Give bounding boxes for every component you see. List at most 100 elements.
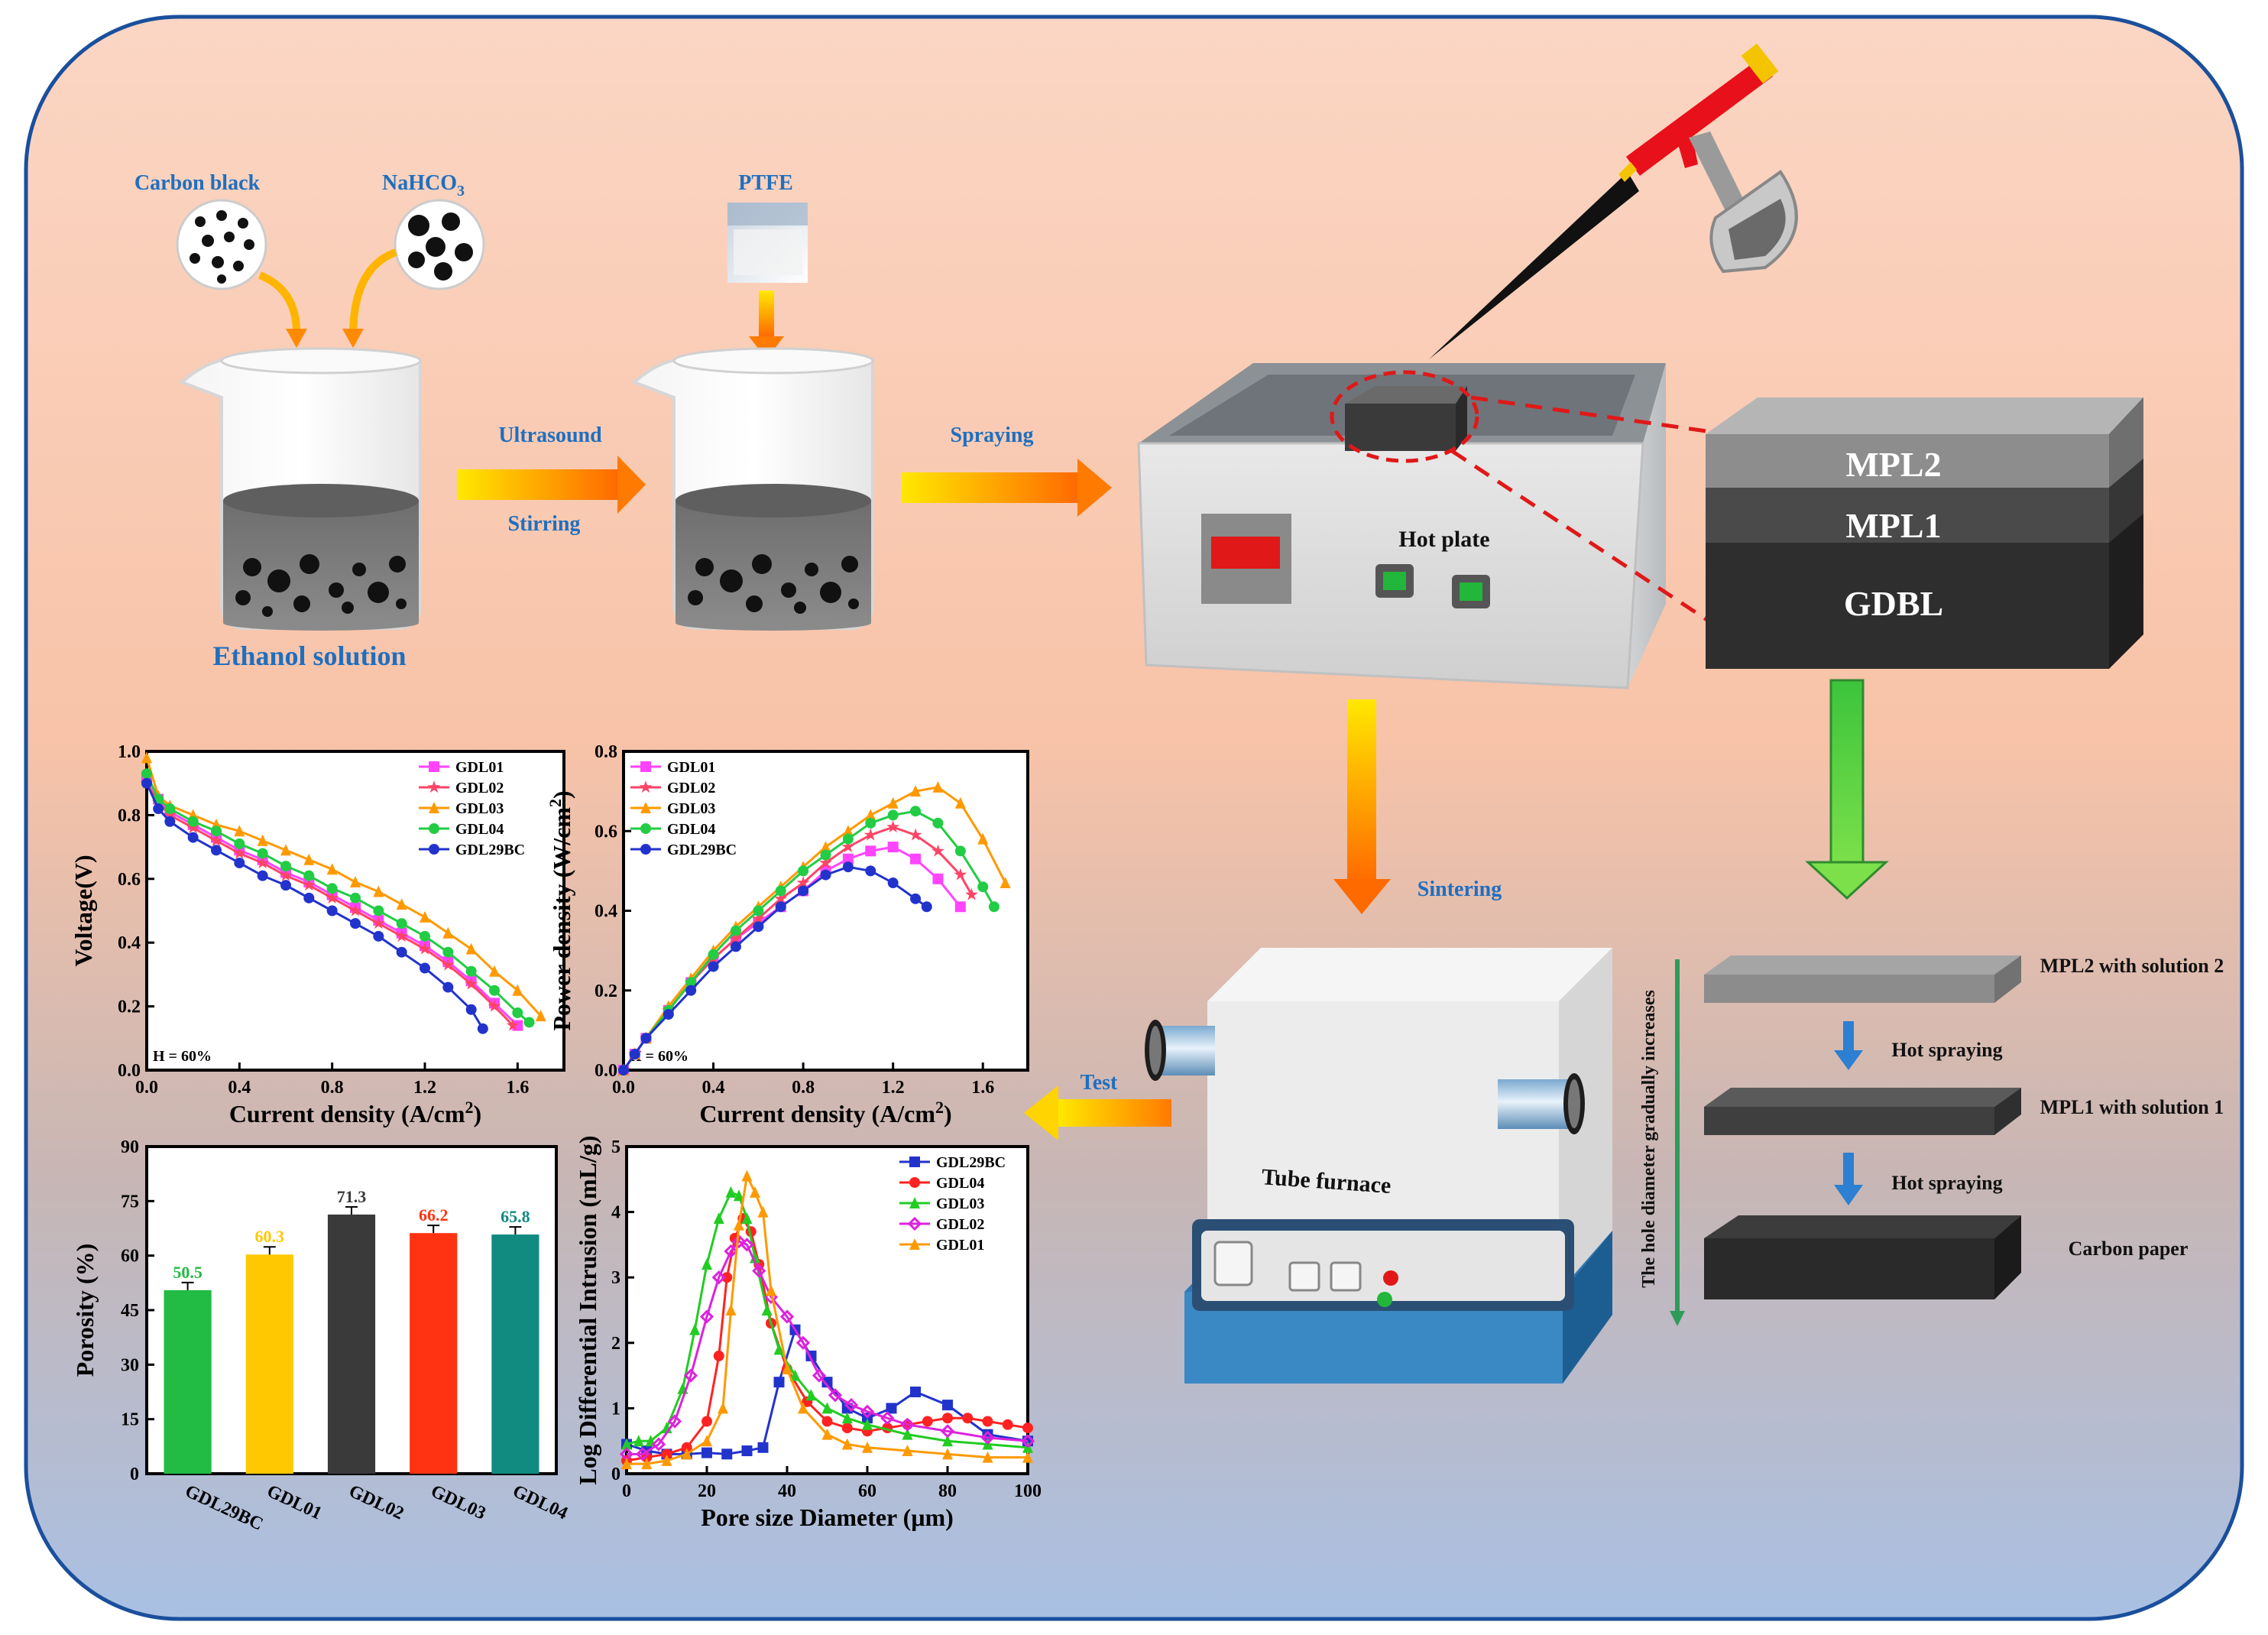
legend-label: GDL29BC xyxy=(936,1154,1006,1171)
nahco3-label: NaHCO3 xyxy=(382,171,465,200)
data-point xyxy=(280,861,291,872)
data-point: ★ xyxy=(301,876,316,895)
data-point: ★ xyxy=(487,998,502,1017)
data-point xyxy=(779,1309,795,1324)
data-point xyxy=(303,870,315,881)
data-point xyxy=(701,1447,712,1458)
data-point xyxy=(880,1411,895,1426)
hot-plate xyxy=(1137,363,1666,689)
legend-label: GDL29BC xyxy=(455,842,525,858)
data-point xyxy=(828,1388,843,1403)
ptfe-label: PTFE xyxy=(738,171,793,195)
data-point xyxy=(465,965,477,977)
series-line xyxy=(145,782,514,1027)
x-tick-label: 0.4 xyxy=(702,1078,725,1098)
data-point xyxy=(741,1445,753,1457)
legend-marker: ★ xyxy=(638,778,653,797)
curved-arrow-1-head xyxy=(286,329,307,348)
hot-plate-label: Hot plate xyxy=(1398,527,1489,552)
data-point xyxy=(841,1423,853,1434)
data-point xyxy=(396,946,407,958)
data-point xyxy=(641,1452,653,1463)
data-point xyxy=(701,1416,712,1427)
data-point xyxy=(713,1212,724,1225)
data-point xyxy=(820,841,831,853)
data-point xyxy=(442,981,454,993)
data-point xyxy=(641,1458,653,1470)
x-tick-label: 0.0 xyxy=(135,1078,158,1098)
x-tick-label: 0 xyxy=(622,1481,631,1501)
data-point: ★ xyxy=(348,902,363,921)
data-point xyxy=(954,901,966,913)
data-point xyxy=(982,1416,993,1427)
data-point xyxy=(910,785,922,797)
y-tick-label: 0.0 xyxy=(118,1061,141,1081)
test-label: Test xyxy=(1081,1071,1118,1095)
bar-value-label: 71.3 xyxy=(337,1187,367,1206)
data-point xyxy=(942,1448,953,1460)
test-arrow xyxy=(1024,1085,1171,1140)
bar-value-label: 65.8 xyxy=(501,1207,530,1226)
data-point xyxy=(734,1218,744,1231)
y-tick-label: 0 xyxy=(130,1465,139,1484)
tube-furnace xyxy=(1145,948,1612,1384)
data-point xyxy=(766,1284,776,1296)
data-point xyxy=(841,1412,853,1424)
carbon-black-label: Carbon black xyxy=(134,171,261,195)
y-tick-label: 0.8 xyxy=(595,742,617,762)
data-point xyxy=(757,1442,769,1453)
data-point xyxy=(442,926,454,939)
mpl1-solution-label: MPL1 with solution 1 xyxy=(2040,1096,2224,1118)
data-point xyxy=(725,1186,737,1198)
data-point xyxy=(257,848,268,859)
stack-diagram xyxy=(1670,955,2021,1326)
data-point xyxy=(512,1020,523,1031)
bar-GDL02 xyxy=(327,1214,376,1474)
series-GDL29BC xyxy=(141,777,488,1034)
data-point xyxy=(465,1004,477,1015)
data-point xyxy=(1000,877,1011,889)
data-point xyxy=(141,768,152,780)
nahco3-icon xyxy=(394,199,485,290)
data-point xyxy=(761,1304,773,1315)
y-tick-label: 90 xyxy=(121,1137,139,1157)
data-point xyxy=(982,1451,993,1463)
data-point xyxy=(465,942,477,955)
y-tick-label: 4 xyxy=(611,1203,620,1223)
beaker-2 xyxy=(631,347,874,631)
data-point xyxy=(821,1377,833,1388)
data-point xyxy=(862,1441,873,1453)
data-point xyxy=(477,1023,488,1034)
data-point xyxy=(789,1369,801,1381)
curved-arrow-1 xyxy=(258,271,301,337)
data-point: ★ xyxy=(505,1017,520,1036)
bar-value-label: 66.2 xyxy=(419,1205,449,1225)
series-GDL02 xyxy=(619,1234,1035,1461)
data-point xyxy=(820,869,831,881)
data-point xyxy=(640,1033,652,1044)
data-point xyxy=(618,1065,629,1075)
data-point xyxy=(782,1363,792,1375)
data-point: ★ xyxy=(931,842,946,861)
data-point xyxy=(887,809,899,821)
bar-value-label: 60.3 xyxy=(255,1227,285,1246)
data-point xyxy=(753,921,764,933)
series-GDL29BC xyxy=(618,861,932,1075)
data-point xyxy=(725,1304,737,1315)
sintering-label: Sintering xyxy=(1418,878,1502,901)
data-point xyxy=(512,1007,523,1018)
y-tick-label: 0.2 xyxy=(118,998,141,1017)
data-point xyxy=(326,883,338,894)
data-point xyxy=(820,849,831,861)
legend-marker xyxy=(429,823,439,834)
legend-marker xyxy=(640,844,651,855)
data-point: ★ xyxy=(464,975,479,994)
data-point xyxy=(734,1189,744,1202)
data-point xyxy=(821,1402,833,1414)
data-point xyxy=(489,985,500,996)
legend-marker xyxy=(429,761,439,772)
data-point xyxy=(821,1428,833,1440)
x-tick-label: 20 xyxy=(698,1481,716,1501)
